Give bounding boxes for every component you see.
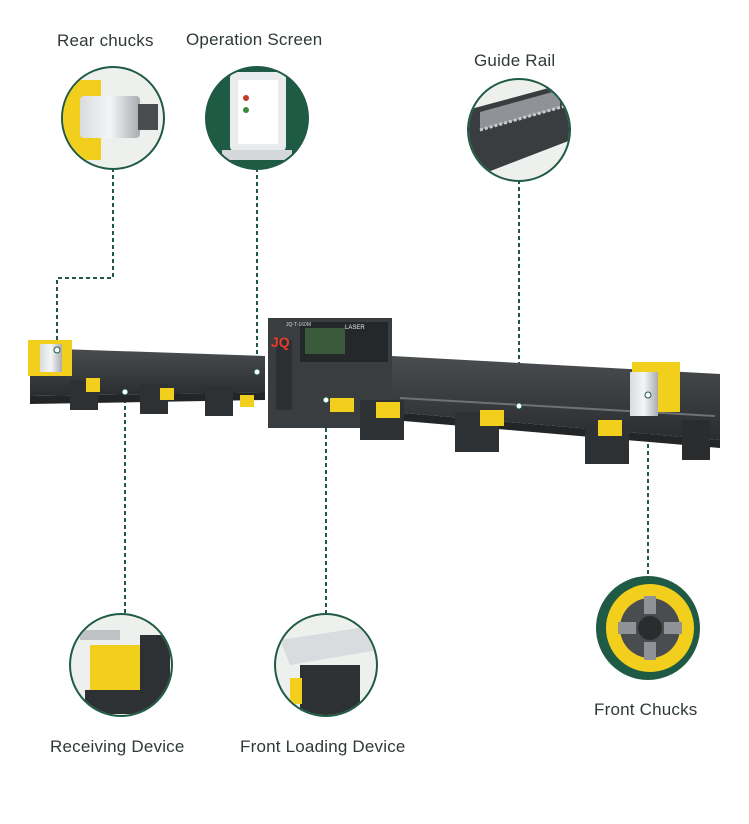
callout-circle-operation-screen (205, 66, 309, 170)
callout-circle-front-chucks (596, 576, 700, 680)
label-rear-chucks: Rear chucks (57, 31, 154, 50)
label-front-chucks: Front Chucks (594, 700, 698, 719)
label-operation-screen: Operation Screen (186, 30, 323, 49)
line-rear-chucks (56, 168, 114, 350)
machine-brand-text: LASER (345, 325, 365, 331)
callout-circle-rear-chucks (61, 66, 165, 170)
machine-model-plate: JQ-T-160M (286, 322, 312, 328)
machine-brand-mark: JQ (271, 334, 290, 350)
label-front-loading-device: Front Loading Device (240, 737, 406, 756)
callout-circle-receiving-device (69, 613, 173, 717)
label-receiving-device: Receiving Device (50, 737, 185, 756)
callout-circle-guide-rail (467, 78, 571, 182)
label-guide-rail: Guide Rail (474, 51, 556, 70)
machine-body (28, 318, 720, 464)
callout-lines (56, 168, 649, 615)
callout-circle-front-loading (274, 613, 378, 717)
